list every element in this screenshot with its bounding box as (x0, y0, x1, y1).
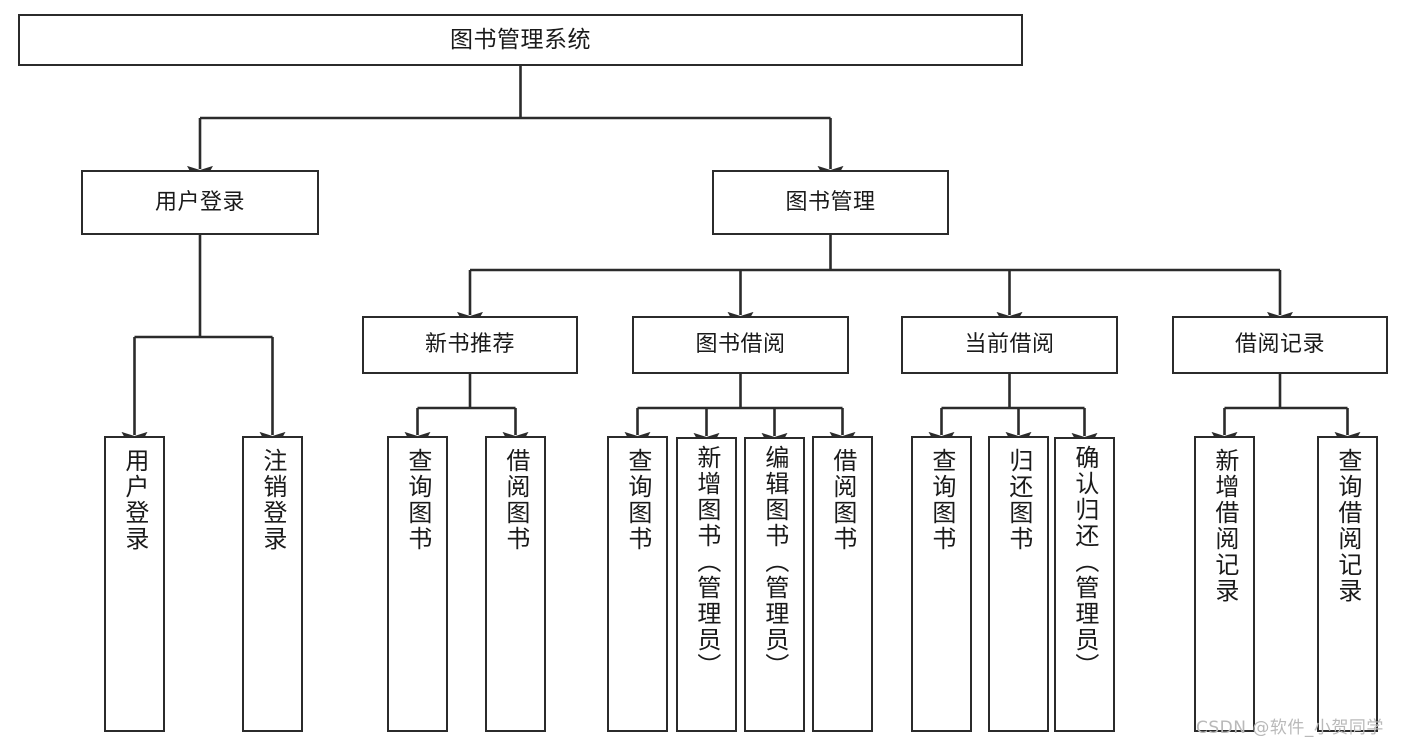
node-leaf-user-login[interactable]: 用户登录 (104, 436, 165, 732)
node-root[interactable]: 图书管理系统 (18, 14, 1023, 66)
node-leaf-query-book-2-label: 查询图书 (623, 448, 652, 552)
node-new-book-recommend[interactable]: 新书推荐 (362, 316, 578, 374)
node-leaf-query-book-3-label: 查询图书 (927, 448, 956, 552)
node-leaf-return-book[interactable]: 归还图书 (988, 436, 1049, 732)
node-leaf-add-book-label: 新增图书（管理员） (692, 445, 721, 679)
node-current-borrow-label: 当前借阅 (964, 332, 1055, 358)
node-leaf-query-record[interactable]: 查询借阅记录 (1317, 436, 1378, 732)
node-new-book-recommend-label: 新书推荐 (424, 332, 515, 358)
node-leaf-query-book-3[interactable]: 查询图书 (911, 436, 972, 732)
node-leaf-borrow-book-2[interactable]: 借阅图书 (812, 436, 873, 732)
node-leaf-add-book[interactable]: 新增图书（管理员） (676, 437, 737, 732)
node-root-label: 图书管理系统 (450, 26, 591, 53)
node-user-login[interactable]: 用户登录 (81, 170, 319, 235)
node-borrow-record[interactable]: 借阅记录 (1172, 316, 1388, 374)
node-leaf-edit-book[interactable]: 编辑图书（管理员） (744, 437, 805, 732)
node-borrow-record-label: 借阅记录 (1234, 332, 1325, 358)
node-leaf-query-book-1-label: 查询图书 (403, 448, 432, 552)
node-leaf-borrow-book-1[interactable]: 借阅图书 (485, 436, 546, 732)
node-book-borrow[interactable]: 图书借阅 (632, 316, 849, 374)
node-leaf-edit-book-label: 编辑图书（管理员） (760, 445, 789, 679)
node-leaf-logout-label: 注销登录 (258, 448, 287, 552)
node-leaf-user-login-label: 用户登录 (120, 448, 149, 552)
node-leaf-logout[interactable]: 注销登录 (242, 436, 303, 732)
node-leaf-return-book-label: 归还图书 (1004, 448, 1033, 552)
node-user-login-label: 用户登录 (154, 189, 245, 215)
node-leaf-borrow-book-2-label: 借阅图书 (828, 448, 857, 552)
node-leaf-confirm-return[interactable]: 确认归还（管理员） (1054, 437, 1115, 732)
node-current-borrow[interactable]: 当前借阅 (901, 316, 1118, 374)
node-book-manage-label: 图书管理 (785, 189, 876, 215)
node-leaf-query-book-2[interactable]: 查询图书 (607, 436, 668, 732)
node-leaf-add-record[interactable]: 新增借阅记录 (1194, 436, 1255, 732)
node-book-manage[interactable]: 图书管理 (712, 170, 949, 235)
node-leaf-borrow-book-1-label: 借阅图书 (501, 448, 530, 552)
node-leaf-query-record-label: 查询借阅记录 (1333, 448, 1362, 604)
node-book-borrow-label: 图书借阅 (695, 332, 786, 358)
node-leaf-confirm-return-label: 确认归还（管理员） (1070, 445, 1099, 679)
node-leaf-add-record-label: 新增借阅记录 (1210, 448, 1239, 604)
node-leaf-query-book-1[interactable]: 查询图书 (387, 436, 448, 732)
watermark: CSDN @软件_小贺同学 (1196, 718, 1384, 738)
